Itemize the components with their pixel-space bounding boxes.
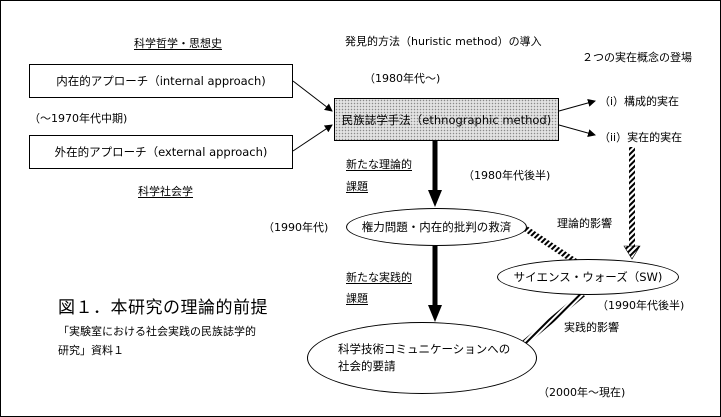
label-2000-present: （2000年〜現在) [538,386,626,399]
hatched-arrow-sw-to-communication [521,291,585,347]
hatched-arrow-reality-to-sw [629,147,635,247]
figure-caption-line-2: 研究」資料１ [58,344,124,357]
hatched-arrow-power-sw [524,226,581,267]
label-new-practice-task-2: 課題 [346,292,368,305]
arrow-to-constructive-reality [558,99,596,112]
arrow-to-real-reality [558,124,596,137]
figure-caption-line-1: 「実験室における社会実践の民族誌学的 [58,325,256,338]
label-new-theory-task-1: 新たな理論的 [346,158,412,171]
label-real-reality: （ii）実在的実在 [599,131,683,144]
heading-two-reality-concepts: ２つの実在概念の登場 [582,51,692,64]
label-constructive-reality: （i）構成的実在 [599,95,680,108]
label-1990s: （1990年代) [263,221,329,234]
arrowhead-power-to-communication [428,305,442,322]
label-late-1990s: （1990年代後半) [597,299,685,312]
label-theory-influence: 理論的影響 [557,217,612,230]
oval-science-communication: 科学技術コミュニケーションへの 社会的要請 [307,322,537,394]
arrow-internal-to-ethnographic [292,80,333,112]
box-internal-approach: 内在的アプローチ（internal approach) [29,64,293,98]
box-ethnographic-method: 民族誌学手法（ethnographic method) [334,98,559,141]
arrow-external-to-ethnographic [292,124,333,152]
box-external-approach: 外在的アプローチ（external approach) [29,135,293,169]
label-late-1980s: （1980年代後半) [463,169,551,182]
figure-title: 図１．本研究の理論的前提 [58,298,268,318]
communication-line-1: 科学技術コミュニケーションへの [338,342,511,356]
label-until-1970s: （〜1970年代中期) [29,112,128,125]
arrowhead-ethnographic-to-power [428,190,442,207]
heading-philosophy: 科学哲学・思想史 [134,37,222,50]
label-from-1980s: （1980年代〜) [364,72,441,85]
heading-sociology: 科学社会学 [138,185,193,198]
hatched-arrowhead-reality-to-sw [623,245,641,260]
label-new-practice-task-1: 新たな実践的 [346,271,412,284]
oval-science-wars: サイエンス・ウォーズ（SW) [497,259,679,295]
label-new-theory-task-2: 課題 [346,180,368,193]
communication-line-2: 社会的要請 [338,359,396,373]
label-practice-influence: 実践的影響 [564,321,619,334]
oval-power-issue: 権力問題・内在的批判の救済 [346,208,527,246]
heading-heuristic-method: 発見的方法（huristic method）の導入 [345,35,542,48]
